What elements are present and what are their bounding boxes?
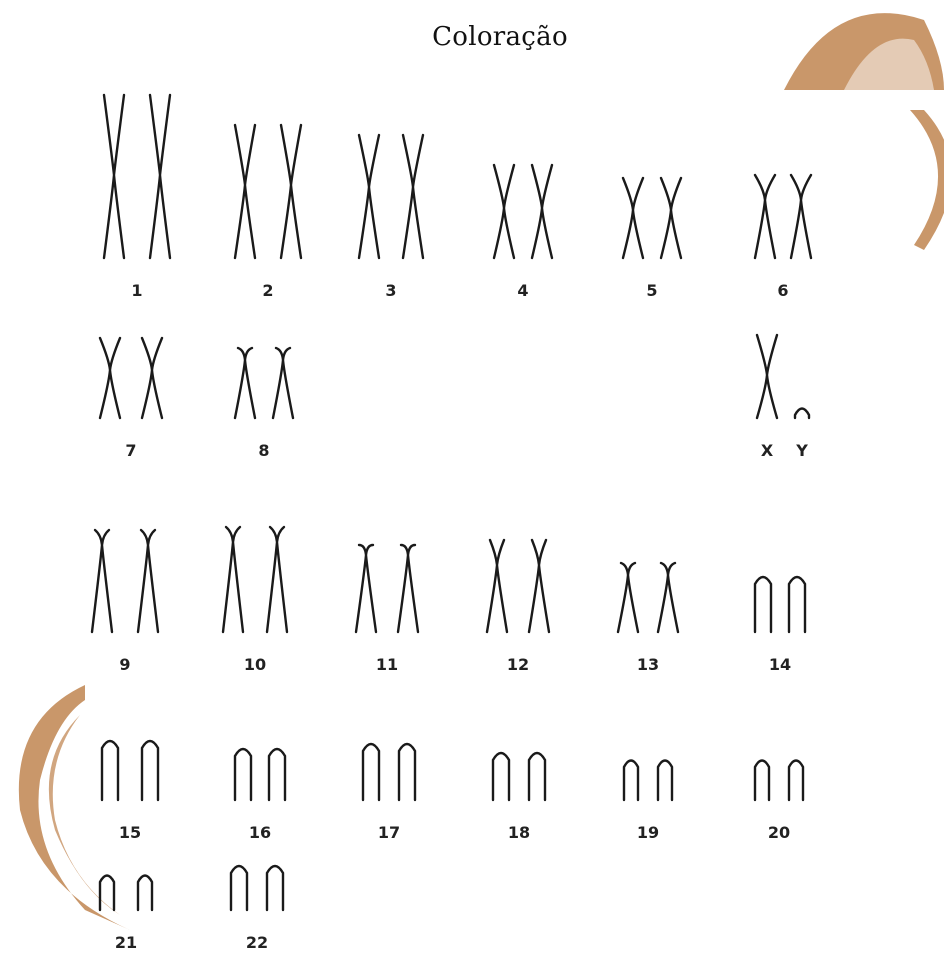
- chromosome-15: 15: [102, 741, 158, 842]
- chromosome-2: 2: [235, 125, 301, 300]
- chromatid-pair-y-1: [795, 409, 809, 419]
- chromosome-label-19: 19: [637, 823, 659, 842]
- chromosome-6: 6: [755, 175, 811, 300]
- chromosome-8: 8: [235, 348, 293, 460]
- chromosome-label-4: 4: [517, 281, 528, 300]
- chromatid-pair-1-1: [104, 95, 124, 258]
- chromatid-pair-8-1: [235, 348, 255, 418]
- chromatid-pair-5-2: [661, 178, 681, 258]
- chromatid-pair-3-1: [359, 135, 379, 258]
- chromatid-pair-21-1: [100, 876, 114, 911]
- chromatid-pair-11-1: [356, 545, 376, 632]
- chromosome-label-14: 14: [769, 655, 791, 674]
- chromosome-4: 4: [494, 165, 552, 300]
- chromatid-pair-12-2: [529, 540, 549, 632]
- chromatid-pair-2-1: [235, 125, 255, 258]
- chromatid-pair-21-2: [138, 876, 152, 911]
- chromosome-label-2: 2: [262, 281, 273, 300]
- chromatid-pair-20-1: [755, 761, 769, 801]
- chromatid-pair-10-1: [223, 527, 243, 632]
- chromosome-label-8: 8: [258, 441, 269, 460]
- chromatid-pair-12-1: [487, 540, 507, 632]
- chromosome-22: 22: [231, 866, 283, 952]
- chromosome-label-16: 16: [249, 823, 271, 842]
- chromatid-pair-8-2: [273, 348, 293, 418]
- chromatid-pair-16-1: [235, 749, 251, 800]
- chromosome-label-1: 1: [131, 281, 142, 300]
- chromosome-label-12: 12: [507, 655, 529, 674]
- chromatid-pair-7-1: [100, 338, 120, 418]
- chromatid-pair-4-1: [494, 165, 514, 258]
- chromatid-pair-19-2: [658, 761, 672, 801]
- chromosome-10: 10: [223, 527, 287, 674]
- chromatid-pair-10-2: [267, 527, 287, 632]
- chromatid-pair-4-2: [532, 165, 552, 258]
- chromatid-pair-9-2: [138, 530, 158, 632]
- chromatid-pair-6-1: [755, 175, 775, 258]
- chromatid-pair-22-1: [231, 866, 247, 910]
- chromatid-pair-20-2: [789, 761, 803, 801]
- chromosome-18: 18: [493, 753, 545, 842]
- chromosome-21: 21: [100, 876, 152, 953]
- chromatid-pair-2-2: [281, 125, 301, 258]
- chromatid-pair-3-2: [403, 135, 423, 258]
- chromatid-pair-19-1: [624, 761, 638, 801]
- chromosome-7: 7: [100, 338, 162, 460]
- chromosome-label-3: 3: [385, 281, 396, 300]
- chromatid-pair-1-2: [150, 95, 170, 258]
- chromatid-pair-16-2: [269, 749, 285, 800]
- chromosome-3: 3: [359, 135, 423, 300]
- chromosome-label-10: 10: [244, 655, 266, 674]
- chromosome-label-6: 6: [777, 281, 788, 300]
- chromatid-pair-9-1: [92, 530, 112, 632]
- chromosome-9: 9: [92, 530, 158, 674]
- chromosome-label-x: X: [761, 441, 774, 460]
- chromosome-label-22: 22: [246, 933, 268, 952]
- chromosome-label-15: 15: [119, 823, 141, 842]
- chromosome-19: 19: [624, 761, 672, 843]
- chromatid-pair-15-2: [142, 741, 158, 800]
- chromatid-pair-15-1: [102, 741, 118, 800]
- chromatid-pair-7-2: [142, 338, 162, 418]
- chromosome-label-18: 18: [508, 823, 530, 842]
- chromosome-14: 14: [755, 577, 805, 674]
- chromosome-label-5: 5: [646, 281, 657, 300]
- chromosome-y: Y: [795, 409, 809, 461]
- chromatid-pair-6-2: [791, 175, 811, 258]
- chromosome-x: X: [757, 335, 777, 460]
- chromatid-pair-17-2: [399, 744, 415, 800]
- chromosome-label-11: 11: [376, 655, 398, 674]
- chromosome-13: 13: [618, 563, 678, 674]
- chromosome-1: 1: [104, 95, 170, 300]
- chromatid-pair-18-2: [529, 753, 545, 800]
- chromosome-label-7: 7: [125, 441, 136, 460]
- chromosome-11: 11: [356, 545, 418, 674]
- chromosome-label-13: 13: [637, 655, 659, 674]
- chromatid-pair-13-1: [618, 563, 638, 632]
- chromatid-pair-5-1: [623, 178, 643, 258]
- chromosome-label-9: 9: [119, 655, 130, 674]
- chromosome-17: 17: [363, 744, 415, 842]
- chromatid-pair-x-1: [757, 335, 777, 418]
- chromosome-label-21: 21: [115, 933, 137, 952]
- chromosome-5: 5: [623, 178, 681, 300]
- chromatid-pair-13-2: [658, 563, 678, 632]
- chromatid-pair-17-1: [363, 744, 379, 800]
- chromosome-20: 20: [755, 761, 803, 843]
- chromosome-16: 16: [235, 749, 285, 842]
- chromosome-label-20: 20: [768, 823, 790, 842]
- chromosome-12: 12: [487, 540, 549, 674]
- chromatid-pair-18-1: [493, 753, 509, 800]
- chromatid-pair-14-2: [789, 577, 805, 632]
- chromosome-label-17: 17: [378, 823, 400, 842]
- chromosome-label-y: Y: [795, 441, 808, 460]
- chromatid-pair-14-1: [755, 577, 771, 632]
- chromatid-pair-22-2: [267, 866, 283, 910]
- chromatid-pair-11-2: [398, 545, 418, 632]
